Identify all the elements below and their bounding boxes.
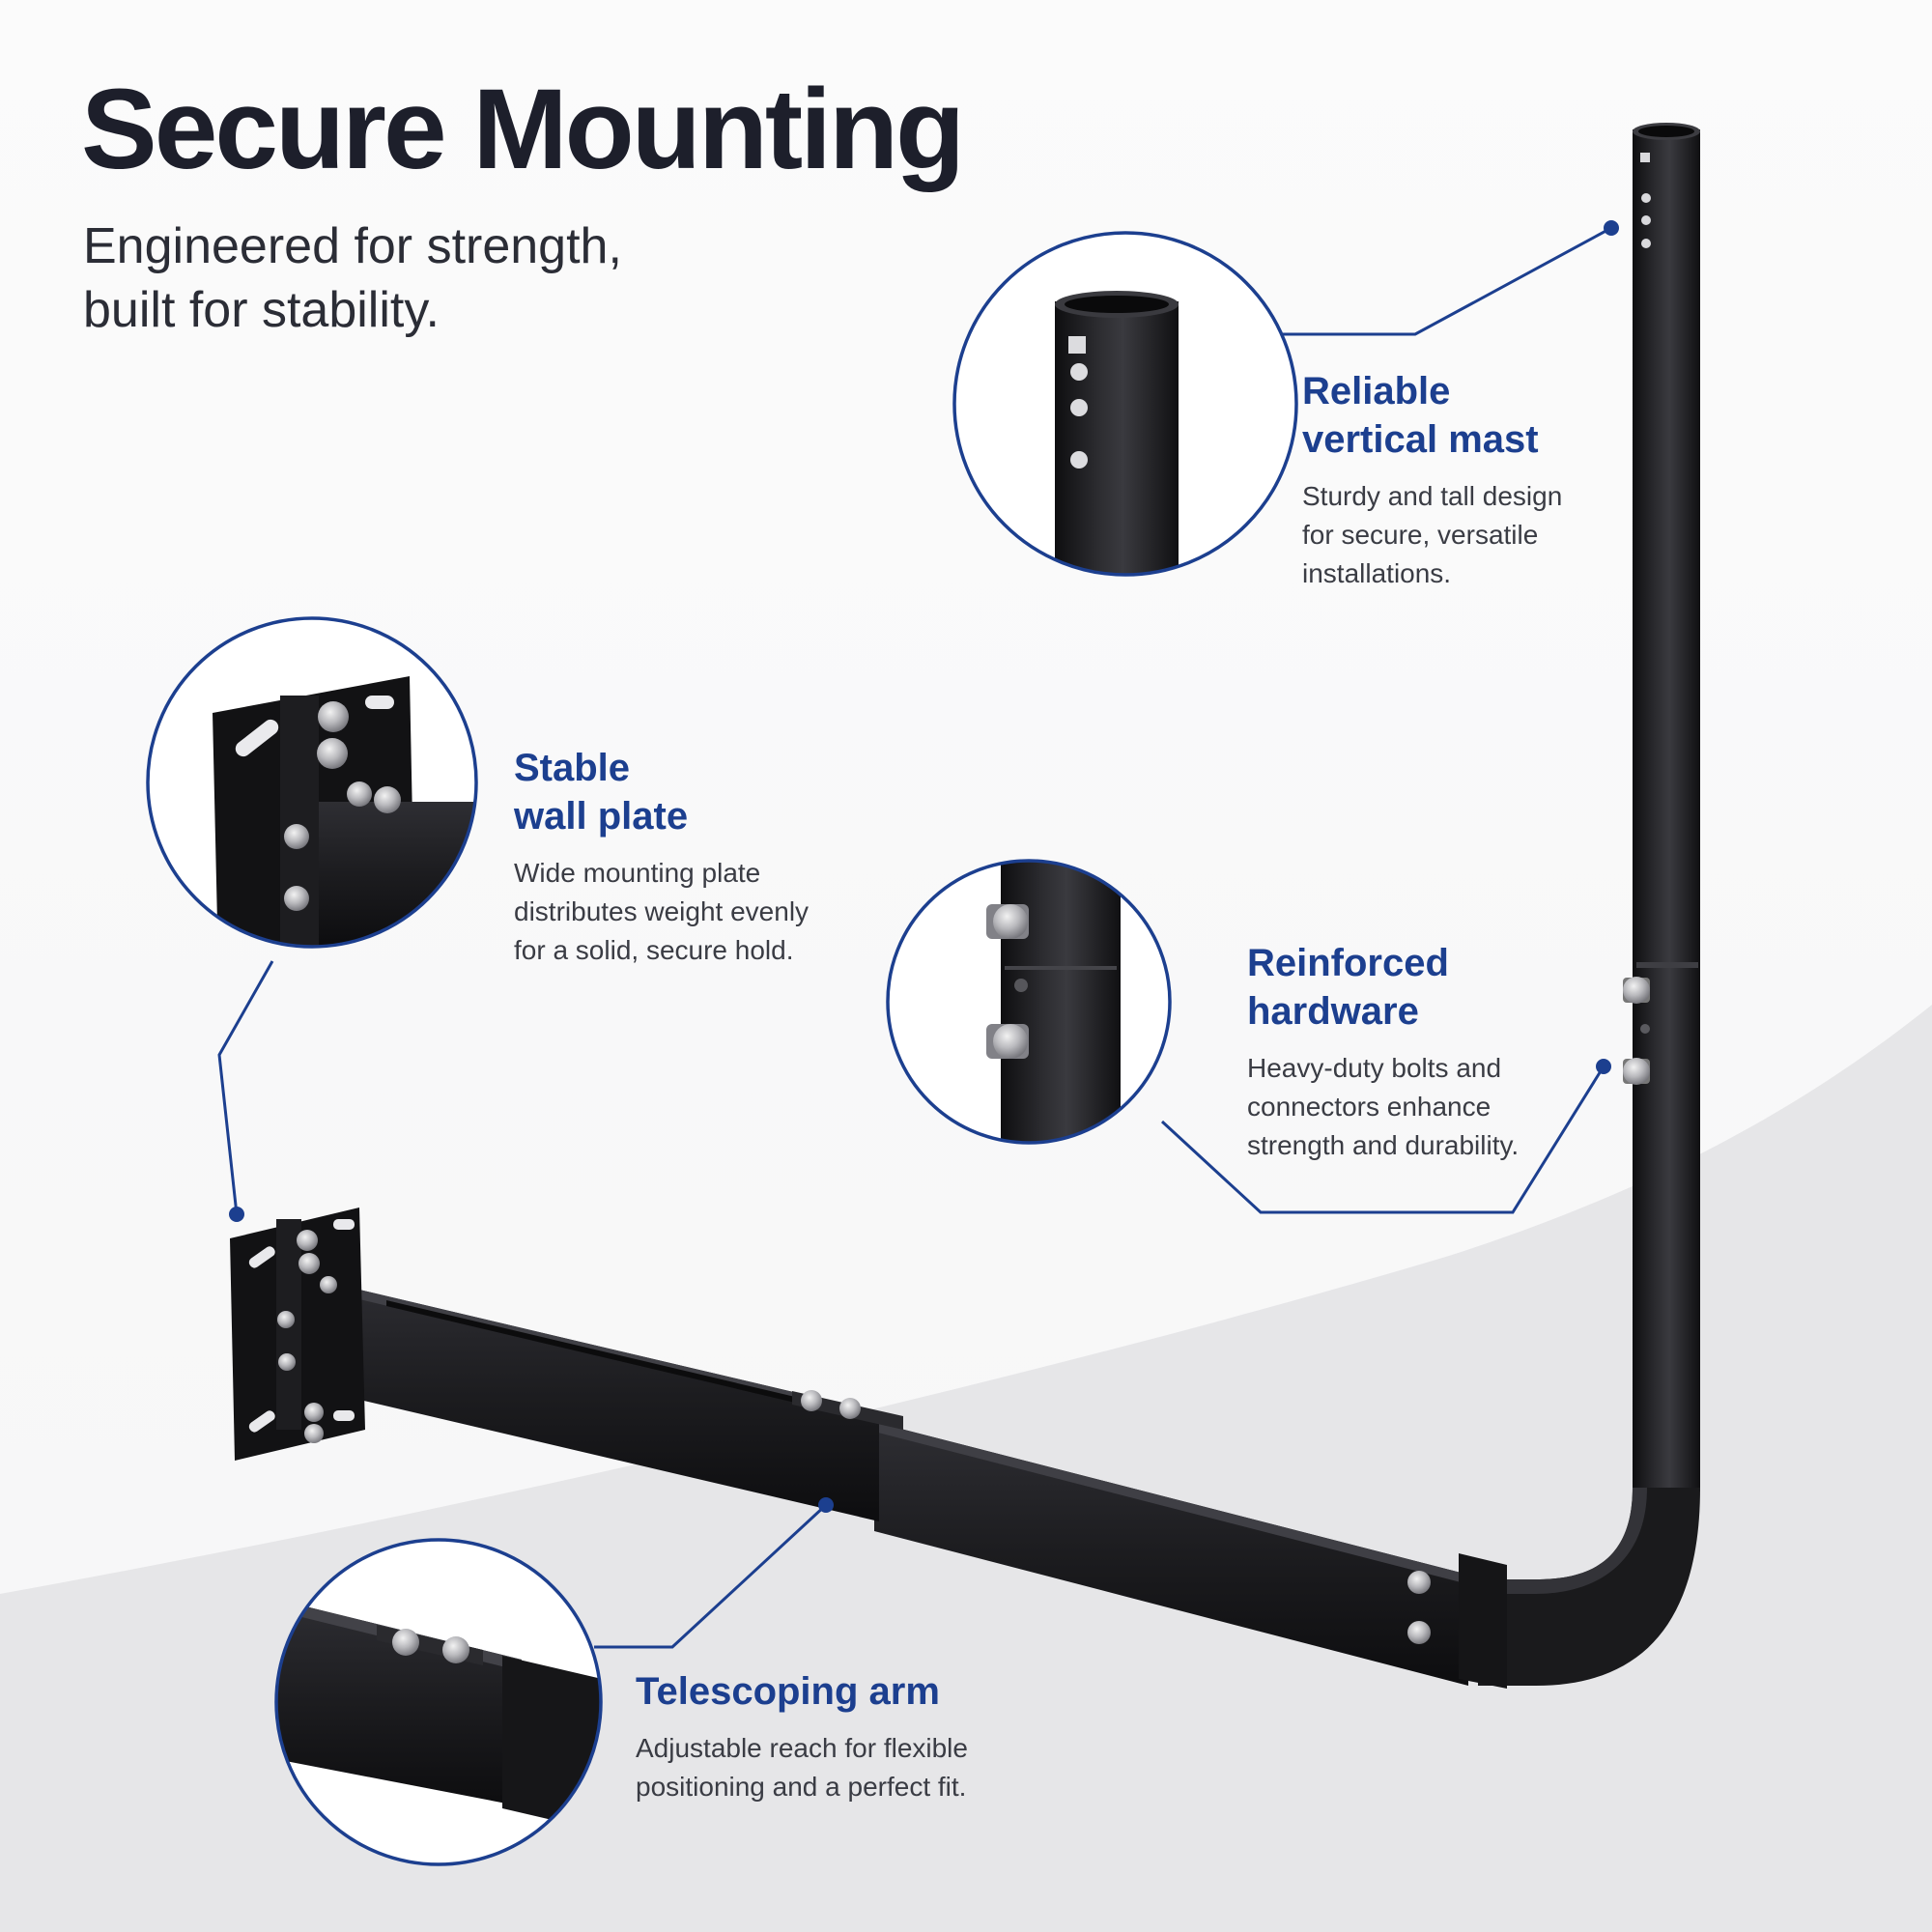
description-line: Heavy-duty bolts and	[1247, 1053, 1502, 1083]
heading-line: vertical mast	[1302, 418, 1539, 461]
elbow-bend	[1478, 1488, 1700, 1686]
vertical-mast	[1633, 129, 1700, 1492]
description-line: strength and durability.	[1247, 1130, 1520, 1160]
page-title: Secure Mounting	[81, 66, 965, 193]
feature-heading: Reinforced hardware	[1247, 939, 1576, 1036]
heading-line: hardware	[1247, 990, 1419, 1033]
callout-lines	[217, 226, 1612, 1649]
zoom-circle-arm	[274, 1538, 603, 1866]
description-line: for secure, versatile	[1302, 520, 1539, 550]
feature-telescoping-arm: Telescoping arm Adjustable reach for fle…	[636, 1667, 1051, 1806]
callout-dots	[229, 220, 1619, 1513]
subtitle-line-2: built for stability.	[83, 282, 440, 338]
feature-description: Heavy-duty bolts and connectors enhance …	[1247, 1049, 1576, 1165]
feature-heading: Stable wall plate	[514, 744, 862, 840]
description-line: for a solid, secure hold.	[514, 935, 794, 965]
description-line: connectors enhance	[1247, 1092, 1492, 1122]
feature-wall-plate: Stable wall plate Wide mounting plate di…	[514, 744, 862, 970]
page-subtitle: Engineered for strength, built for stabi…	[83, 214, 740, 342]
zoom-circle-mast	[952, 231, 1298, 577]
feature-heading: Reliable vertical mast	[1302, 367, 1621, 464]
subtitle-line-1: Engineered for strength,	[83, 218, 622, 274]
feature-hardware: Reinforced hardware Heavy-duty bolts and…	[1247, 939, 1576, 1165]
heading-line: Reinforced	[1247, 942, 1449, 984]
heading-line: Reliable	[1302, 370, 1451, 412]
description-line: Adjustable reach for flexible	[636, 1733, 968, 1763]
description-line: installations.	[1302, 558, 1452, 588]
heading-line: wall plate	[514, 795, 689, 838]
heading-line: Telescoping arm	[636, 1670, 940, 1713]
inner-arm-tube	[290, 1273, 879, 1521]
outer-arm-tube	[874, 1422, 1468, 1686]
feature-heading: Telescoping arm	[636, 1667, 1051, 1716]
zoom-circle-wall-plate	[146, 616, 478, 949]
wall-plate-bolts	[277, 1230, 337, 1443]
zoom-circle-hardware	[886, 859, 1172, 1145]
mount-bracket	[230, 123, 1700, 1689]
feature-description: Adjustable reach for flexible positionin…	[636, 1729, 1051, 1806]
heading-line: Stable	[514, 747, 631, 789]
mast-bolts	[1623, 977, 1650, 1085]
description-line: Sturdy and tall design	[1302, 481, 1563, 511]
feature-vertical-mast: Reliable vertical mast Sturdy and tall d…	[1302, 367, 1621, 593]
description-line: positioning and a perfect fit.	[636, 1772, 967, 1802]
description-line: distributes weight evenly	[514, 896, 810, 926]
feature-description: Wide mounting plate distributes weight e…	[514, 854, 862, 970]
description-line: Wide mounting plate	[514, 858, 761, 888]
feature-description: Sturdy and tall design for secure, versa…	[1302, 477, 1621, 593]
